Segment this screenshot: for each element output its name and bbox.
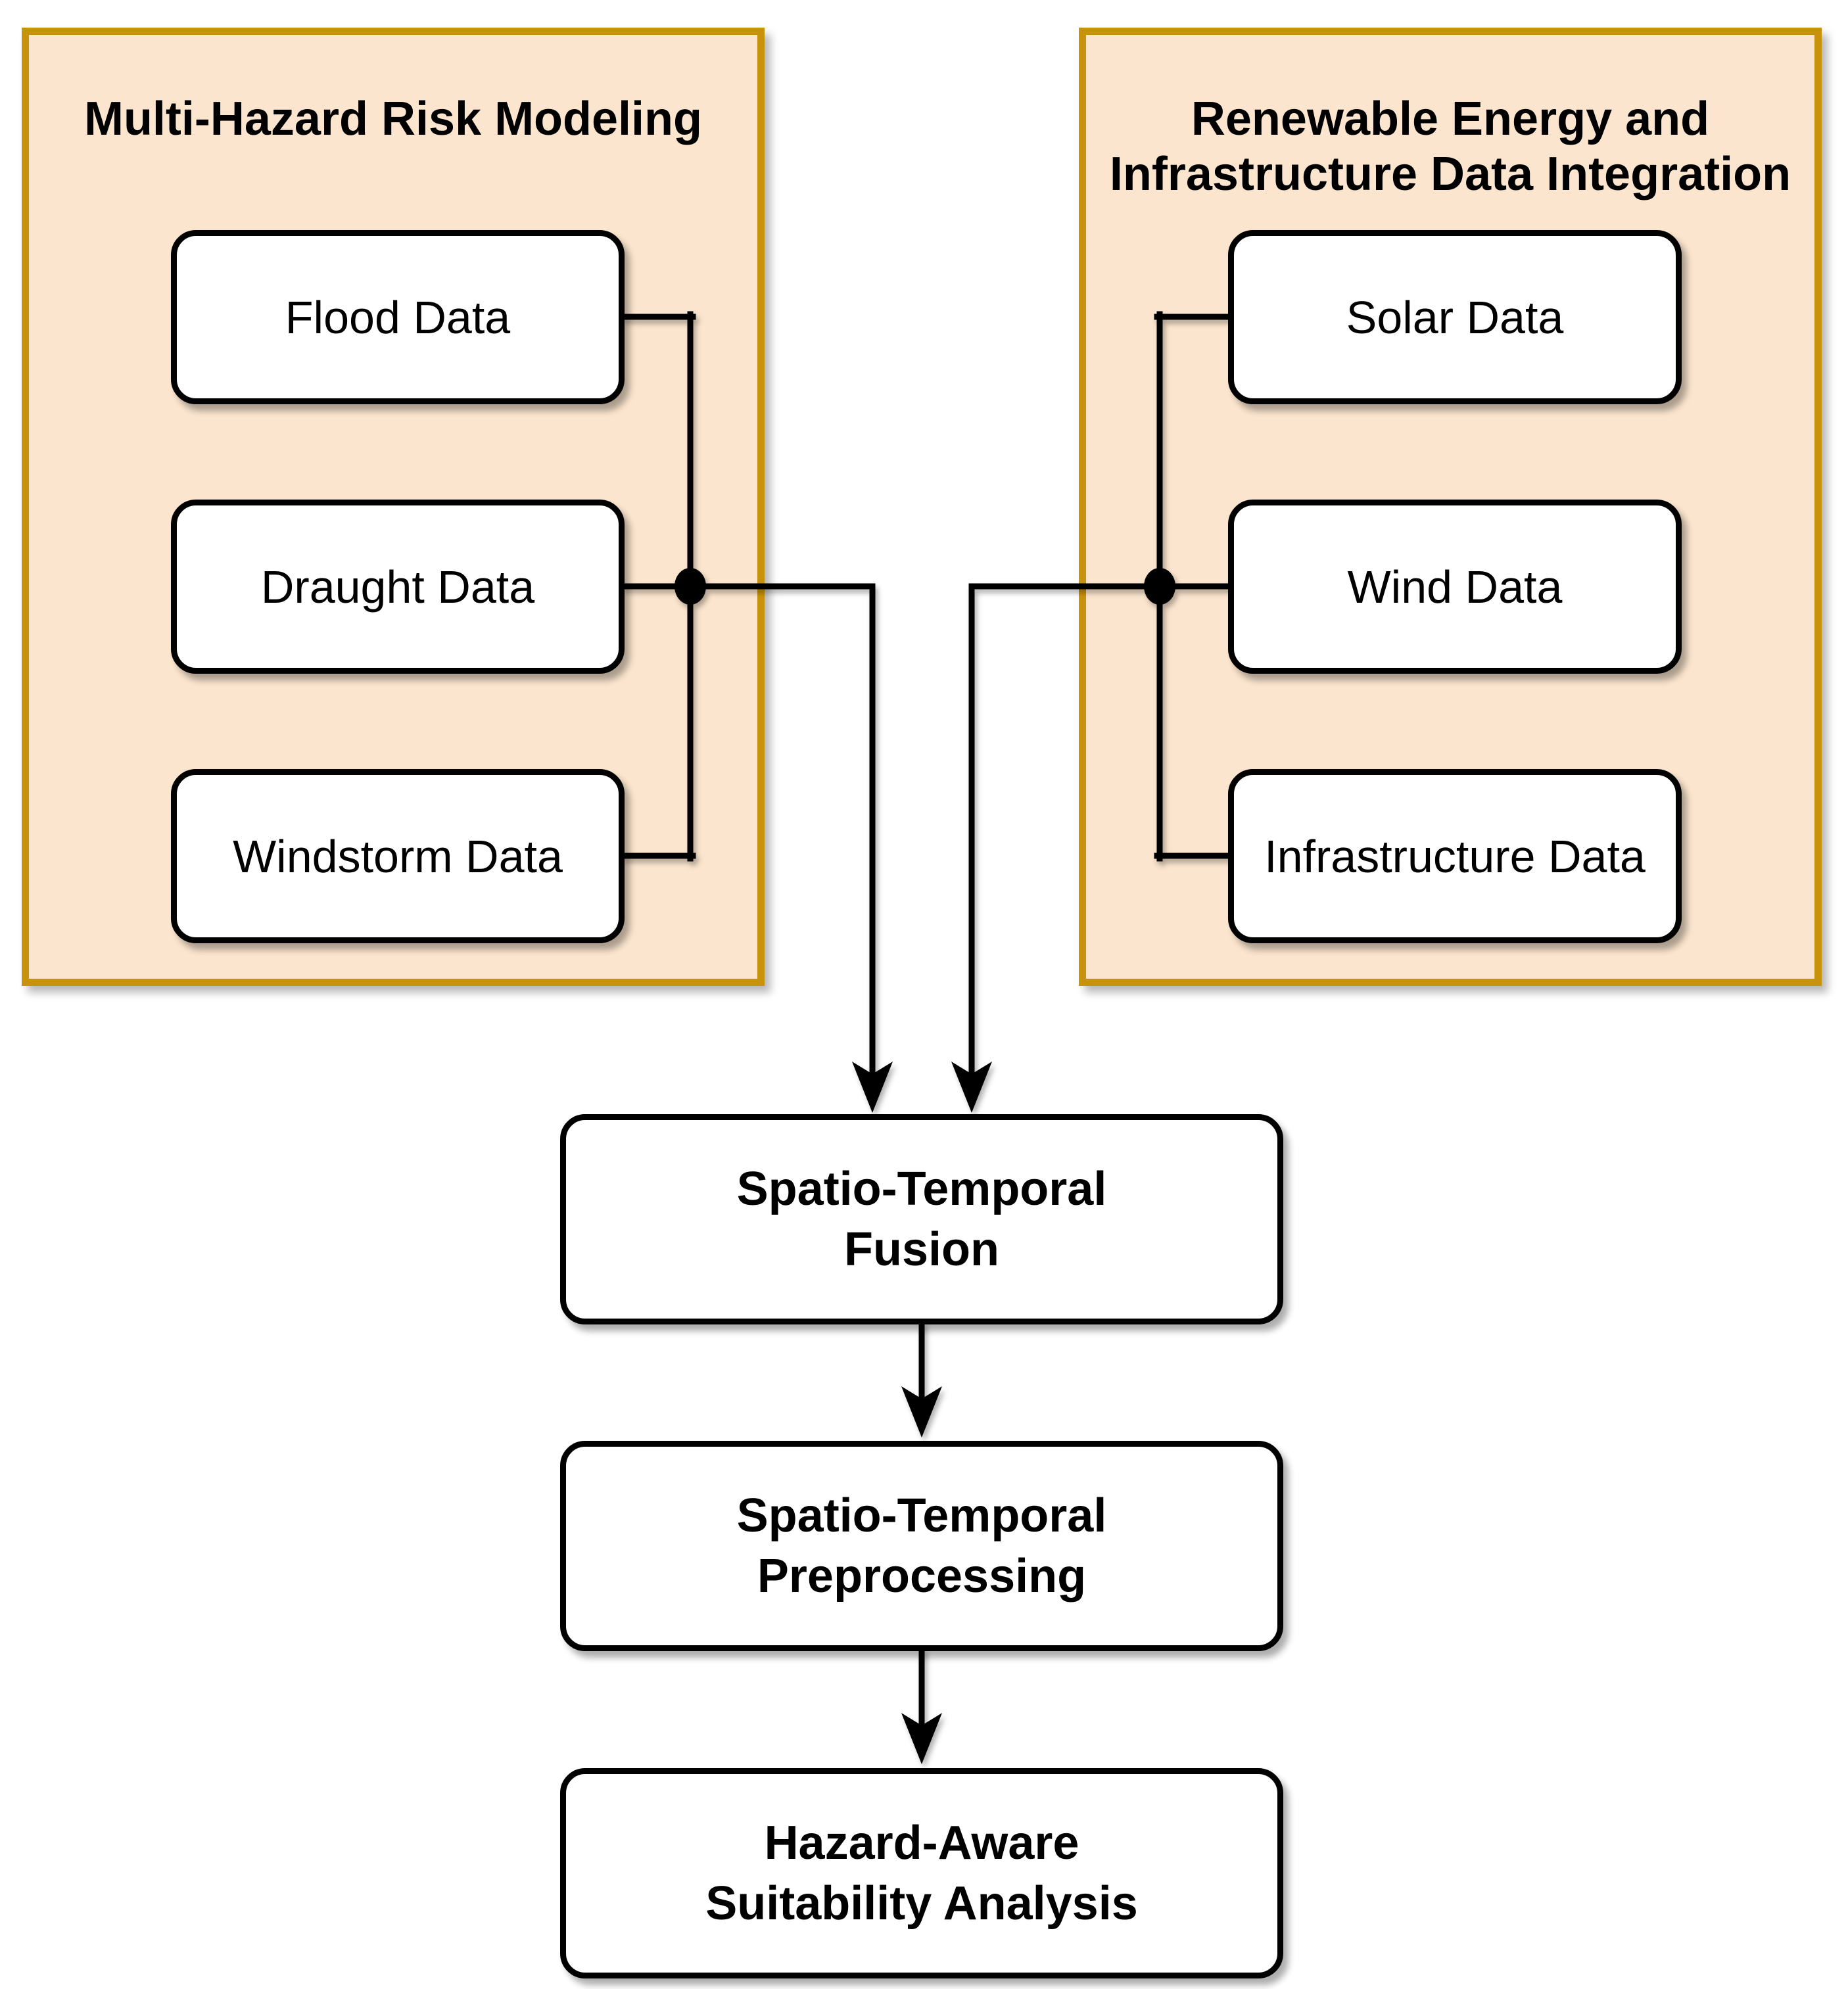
wind-data-box: Wind Data bbox=[1228, 500, 1682, 674]
right-panel-title: Renewable Energy and Infrastructure Data… bbox=[1086, 91, 1814, 202]
left-panel-title: Multi-Hazard Risk Modeling bbox=[83, 93, 703, 145]
right-arrowhead-icon bbox=[951, 1062, 992, 1113]
right-main-line bbox=[968, 583, 1231, 1079]
flood-data-label: Flood Data bbox=[285, 291, 511, 343]
left-arrowhead-icon bbox=[852, 1062, 893, 1113]
left-junction-dot bbox=[675, 568, 706, 605]
wind-data-label: Wind Data bbox=[1347, 561, 1563, 613]
preprocessing-label-line2: Preprocessing bbox=[757, 1550, 1087, 1603]
left-main-line bbox=[621, 583, 876, 1079]
solar-data-box: Solar Data bbox=[1228, 230, 1682, 404]
infrastructure-data-label: Infrastructure Data bbox=[1264, 830, 1646, 882]
mid-arrowhead-1-icon bbox=[901, 1386, 942, 1438]
spatio-temporal-preprocessing-box: Spatio-Temporal Preprocessing bbox=[560, 1441, 1283, 1651]
right-junction-dot bbox=[1144, 568, 1175, 605]
draught-data-label: Draught Data bbox=[260, 561, 535, 613]
solar-data-label: Solar Data bbox=[1346, 291, 1564, 343]
hazard-label-line1: Hazard-Aware bbox=[764, 1817, 1079, 1869]
fusion-label-line1: Spatio-Temporal bbox=[736, 1163, 1107, 1215]
windstorm-data-box: Windstorm Data bbox=[171, 769, 625, 943]
flood-data-box: Flood Data bbox=[171, 230, 625, 404]
spatio-temporal-fusion-box: Spatio-Temporal Fusion bbox=[560, 1114, 1283, 1324]
windstorm-data-label: Windstorm Data bbox=[233, 830, 563, 882]
hazard-aware-suitability-analysis-box: Hazard-Aware Suitability Analysis bbox=[560, 1768, 1283, 1978]
hazard-label-line2: Suitability Analysis bbox=[705, 1877, 1138, 1930]
right-panel-title-line2: Infrastructure Data Integration bbox=[1109, 148, 1791, 200]
right-panel-title-line1: Renewable Energy and bbox=[1191, 93, 1710, 145]
mid-arrowhead-2-icon bbox=[901, 1713, 942, 1764]
preprocessing-label-line1: Spatio-Temporal bbox=[736, 1489, 1107, 1542]
infrastructure-data-box: Infrastructure Data bbox=[1228, 769, 1682, 943]
draught-data-box: Draught Data bbox=[171, 500, 625, 674]
fusion-label-line2: Fusion bbox=[844, 1223, 999, 1276]
